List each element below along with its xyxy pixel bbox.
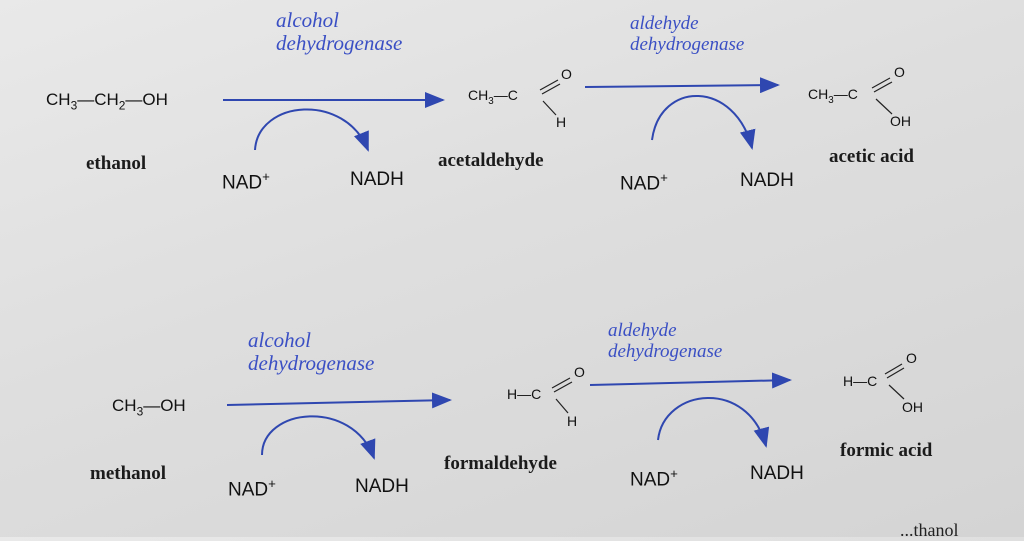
arrow-methanol-to-formaldehyde xyxy=(226,392,452,409)
formic-acid-formula: H—C xyxy=(843,373,878,389)
formaldehyde-oxygen: O xyxy=(574,364,585,380)
nad-plus-label-1: NAD+ xyxy=(222,169,270,194)
nadh-label-2: NADH xyxy=(740,170,794,191)
formic-acid-oxygen: O xyxy=(906,350,917,366)
curved-arrow-nad-4 xyxy=(657,397,770,448)
formaldehyde-formula: H—C xyxy=(507,386,542,402)
formic-acid-hydroxyl: OH xyxy=(902,399,923,415)
arrow-acetaldehyde-to-acetic-acid xyxy=(584,77,780,94)
acetic-acid-oxygen: O xyxy=(894,64,905,80)
nadh-label-1: NADH xyxy=(350,169,404,190)
enzyme-label-aldehyde-dehydrogenase-1: aldehyde dehydrogenase xyxy=(630,13,745,55)
formaldehyde-label: formaldehyde xyxy=(444,453,557,474)
methanol-label: methanol xyxy=(90,463,166,484)
enzyme-label-alcohol-dehydrogenase-1: alcohol dehydrogenase xyxy=(276,8,403,55)
enzyme-label-alcohol-dehydrogenase-2: alcohol dehydrogenase xyxy=(248,328,375,375)
acetic-acid-formula: CH3—C xyxy=(808,86,858,106)
ethanol-formula: CH3—CH2—OH xyxy=(46,90,168,113)
acetic-acid-label: acetic acid xyxy=(829,146,914,167)
enzyme-label-aldehyde-dehydrogenase-2: aldehyde dehydrogenase xyxy=(608,320,723,362)
acetaldehyde-formula: CH3—C xyxy=(468,87,518,107)
cropped-footer-text: ...thanol xyxy=(900,520,959,540)
nad-plus-label-4: NAD+ xyxy=(630,466,678,491)
ethanol-label: ethanol xyxy=(86,153,147,174)
acetaldehyde-oxygen: O xyxy=(561,66,572,82)
acetaldehyde-label: acetaldehyde xyxy=(438,150,544,171)
acetaldehyde-hydrogen: H xyxy=(556,114,567,130)
acetic-acid-hydroxyl: OH xyxy=(890,113,911,129)
formaldehyde-hydrogen: H xyxy=(567,413,578,429)
curved-arrow-nad-1 xyxy=(254,108,369,152)
formic-acid-label: formic acid xyxy=(840,440,933,461)
curved-arrow-nad-3 xyxy=(261,415,376,460)
nad-plus-label-2: NAD+ xyxy=(620,170,668,195)
curved-arrow-nad-2 xyxy=(651,95,756,150)
nad-plus-label-3: NAD+ xyxy=(228,476,276,501)
arrow-formaldehyde-to-formic-acid xyxy=(589,372,792,389)
nadh-label-4: NADH xyxy=(750,463,804,484)
nadh-label-3: NADH xyxy=(355,476,409,497)
methanol-formula: CH3—OH xyxy=(112,396,186,419)
